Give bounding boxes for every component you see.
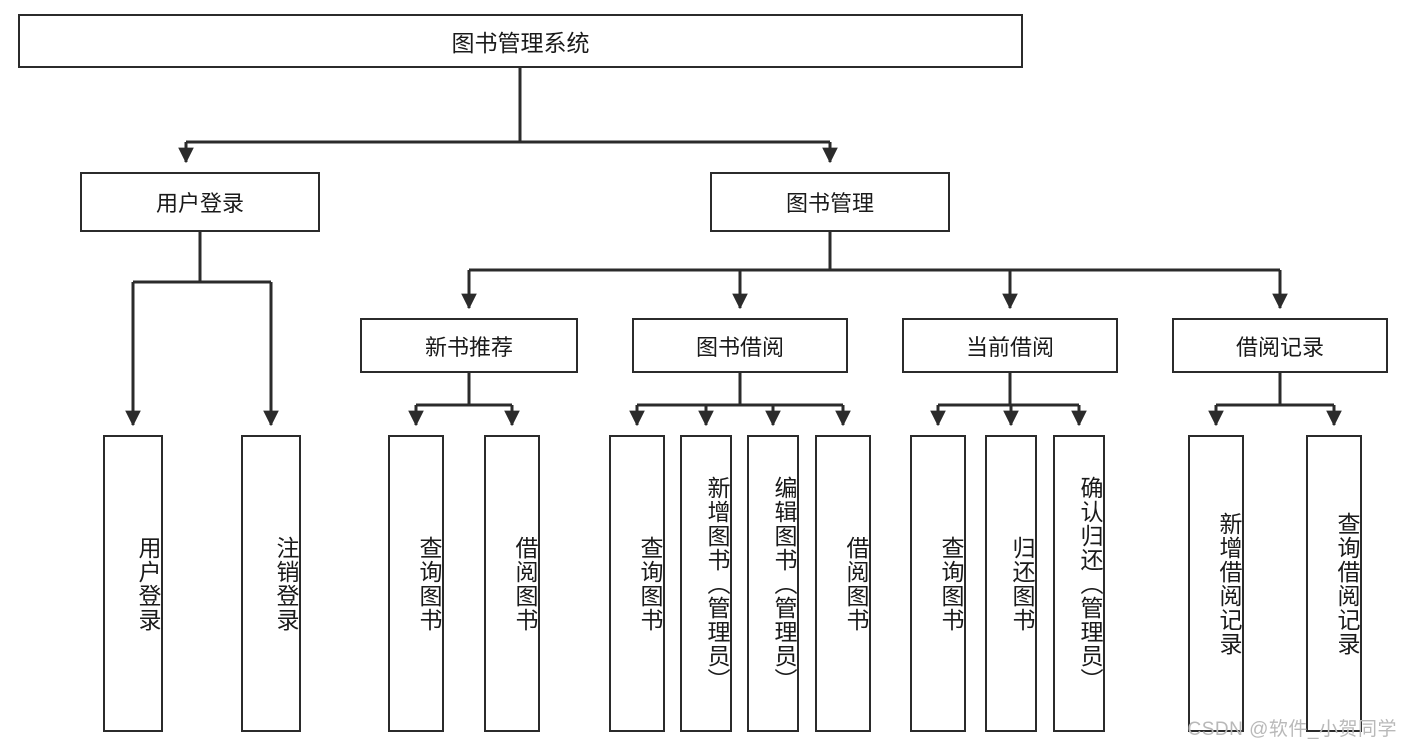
node-leaf-add-record[interactable]: 新增借阅记录: [1188, 435, 1244, 732]
node-leaf-query-book-2[interactable]: 查询图书: [609, 435, 665, 732]
node-new-book-rec[interactable]: 新书推荐: [360, 318, 578, 373]
node-leaf-add-book[interactable]: 新增图书（管理员）: [680, 435, 732, 732]
node-current-borrow-label: 当前借阅: [965, 334, 1054, 360]
node-leaf-add-book-label: 新增图书（管理员）: [704, 475, 730, 692]
node-borrow-record[interactable]: 借阅记录: [1172, 318, 1388, 373]
node-leaf-logout-label: 注销登录: [273, 535, 299, 632]
node-book-manage-label: 图书管理: [785, 191, 874, 216]
node-leaf-borrow-book-1[interactable]: 借阅图书: [484, 435, 540, 732]
node-leaf-confirm-return-label: 确认归还（管理员）: [1077, 475, 1103, 692]
node-current-borrow[interactable]: 当前借阅: [902, 318, 1118, 373]
node-user-login-label: 用户登录: [155, 191, 244, 216]
node-leaf-borrow-book-2[interactable]: 借阅图书: [815, 435, 871, 732]
node-leaf-query-record-label: 查询借阅记录: [1334, 511, 1360, 656]
node-user-login[interactable]: 用户登录: [80, 172, 320, 232]
watermark: CSDN @软件_小贺同学: [1187, 719, 1397, 740]
node-book-manage[interactable]: 图书管理: [710, 172, 950, 232]
node-leaf-return-book-label: 归还图书: [1009, 535, 1035, 632]
node-leaf-user-login-label: 用户登录: [135, 535, 161, 632]
node-leaf-borrow-book-2-label: 借阅图书: [843, 535, 869, 632]
node-root-label: 图书管理系统: [451, 30, 590, 56]
node-leaf-query-book-2-label: 查询图书: [637, 535, 663, 632]
node-leaf-edit-book-label: 编辑图书（管理员）: [771, 475, 797, 692]
node-book-borrow-label: 图书借阅: [695, 334, 784, 360]
node-book-borrow[interactable]: 图书借阅: [632, 318, 848, 373]
node-leaf-query-record[interactable]: 查询借阅记录: [1306, 435, 1362, 732]
node-borrow-record-label: 借阅记录: [1235, 334, 1324, 360]
node-leaf-return-book[interactable]: 归还图书: [985, 435, 1037, 732]
node-leaf-borrow-book-1-label: 借阅图书: [512, 535, 538, 632]
node-leaf-user-login[interactable]: 用户登录: [103, 435, 163, 732]
node-leaf-query-book-3-label: 查询图书: [938, 535, 964, 632]
node-leaf-edit-book[interactable]: 编辑图书（管理员）: [747, 435, 799, 732]
node-leaf-query-book-1[interactable]: 查询图书: [388, 435, 444, 732]
node-leaf-add-record-label: 新增借阅记录: [1216, 511, 1242, 656]
node-leaf-logout[interactable]: 注销登录: [241, 435, 301, 732]
node-leaf-query-book-1-label: 查询图书: [416, 535, 442, 632]
node-leaf-query-book-3[interactable]: 查询图书: [910, 435, 966, 732]
node-new-book-rec-label: 新书推荐: [424, 334, 513, 360]
node-root[interactable]: 图书管理系统: [18, 14, 1023, 68]
node-leaf-confirm-return[interactable]: 确认归还（管理员）: [1053, 435, 1105, 732]
